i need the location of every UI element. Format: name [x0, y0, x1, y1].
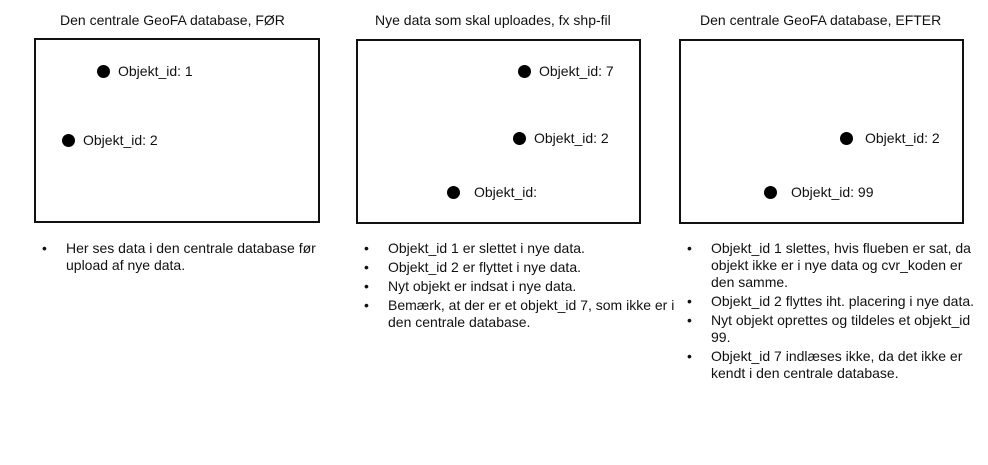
panel-title-before: Den centrale GeoFA database, FØR	[60, 12, 285, 28]
notes-before: Her ses data i den centrale database før…	[40, 240, 356, 276]
point-label: Objekt_id: 99	[791, 184, 874, 200]
point-label: Objekt_id: 1	[118, 63, 193, 79]
panel-title-after: Den centrale GeoFA database, EFTER	[700, 12, 942, 28]
note-item: Bemærk, at der er et objekt_id 7, som ik…	[364, 297, 678, 331]
note-item: Objekt_id 7 indlæses ikke, da det ikke e…	[687, 348, 986, 382]
note-item: Nyt objekt er indsat i nye data.	[364, 278, 678, 295]
point-marker-icon	[97, 64, 110, 78]
note-item: Objekt_id 2 flyttes iht. placering i nye…	[687, 293, 986, 310]
map-point-2: Objekt_id: 2	[62, 132, 158, 148]
point-label: Objekt_id:	[474, 184, 538, 200]
point-label: Objekt_id: 7	[539, 63, 614, 79]
notes-new-data: Objekt_id 1 er slettet i nye data. Objek…	[362, 240, 678, 333]
map-point-new: Objekt_id:	[447, 184, 537, 200]
note-item: Nyt objekt oprettes og tildeles et objek…	[687, 312, 986, 346]
map-point-99: Objekt_id: 99	[764, 184, 874, 200]
point-marker-icon	[513, 131, 526, 145]
map-point-2-moved: Objekt_id: 2	[513, 130, 609, 146]
note-item: Her ses data i den centrale database før…	[42, 240, 356, 274]
notes-after: Objekt_id 1 slettes, hvis flueben er sat…	[685, 240, 986, 384]
point-marker-icon	[62, 133, 75, 147]
point-marker-icon	[518, 64, 531, 78]
point-marker-icon	[840, 131, 853, 145]
point-label: Objekt_id: 2	[534, 130, 609, 146]
point-marker-icon	[764, 185, 777, 199]
point-marker-icon	[447, 185, 460, 199]
map-box-before	[34, 38, 320, 223]
note-item: Objekt_id 1 slettes, hvis flueben er sat…	[687, 240, 986, 291]
map-point-2-after: Objekt_id: 2	[840, 130, 940, 146]
panel-title-new-data: Nye data som skal uploades, fx shp-fil	[375, 12, 611, 28]
map-box-after	[679, 39, 964, 224]
point-label: Objekt_id: 2	[83, 132, 158, 148]
note-item: Objekt_id 1 er slettet i nye data.	[364, 240, 678, 257]
map-point-7: Objekt_id: 7	[518, 63, 614, 79]
note-item: Objekt_id 2 er flyttet i nye data.	[364, 259, 678, 276]
map-box-new-data	[356, 39, 641, 224]
map-point-1: Objekt_id: 1	[97, 63, 193, 79]
point-label: Objekt_id: 2	[865, 130, 940, 146]
